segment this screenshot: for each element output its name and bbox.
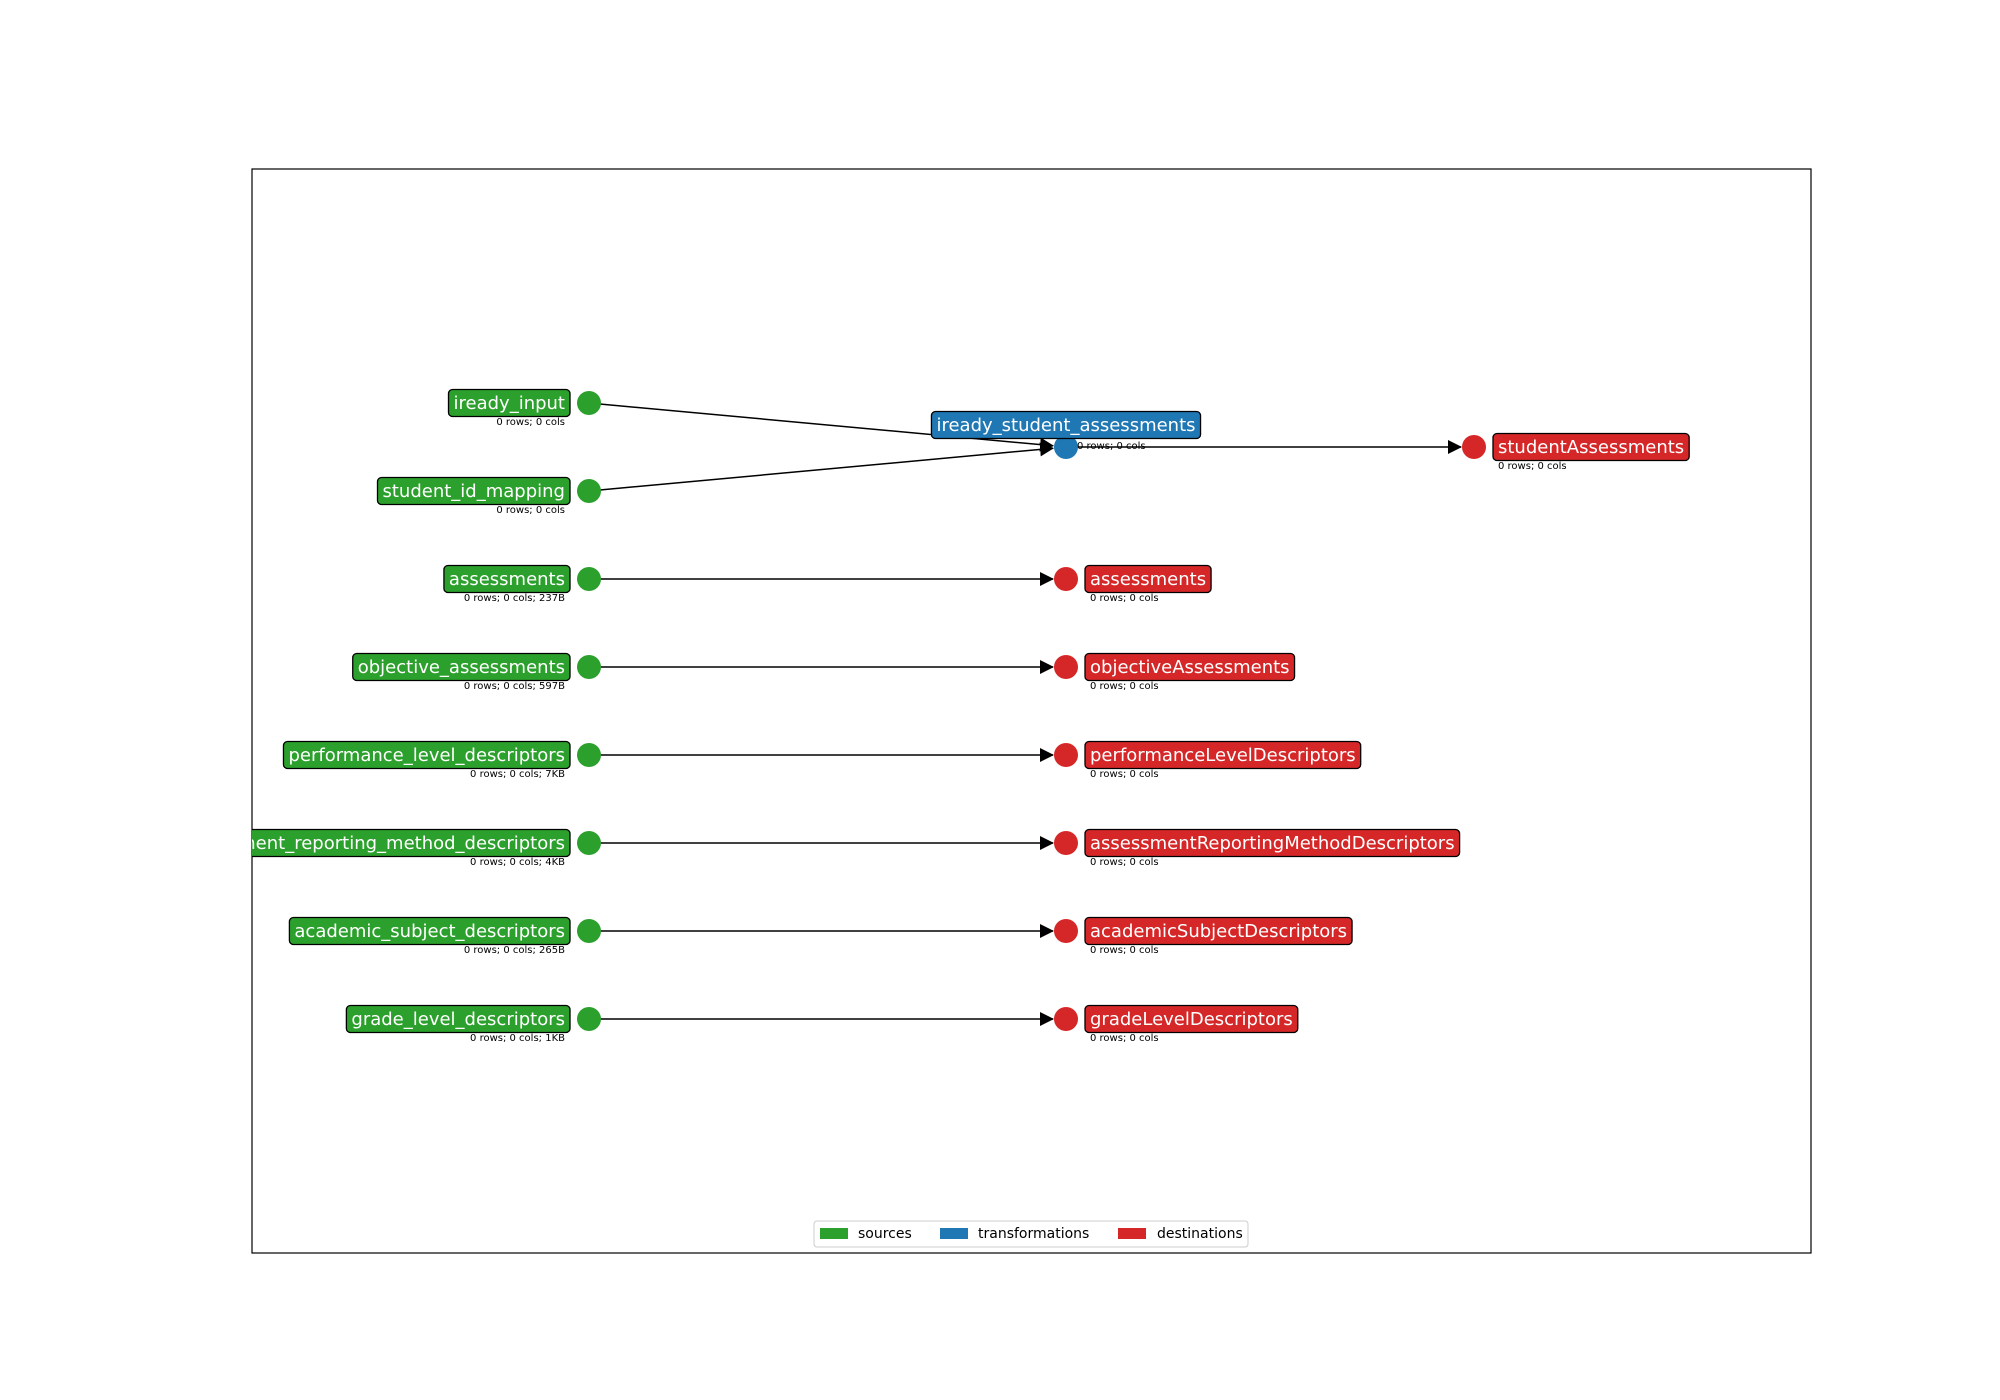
destination-node-marker <box>1054 831 1078 855</box>
plot-frame <box>251 168 1812 1254</box>
destination-node-label: studentAssessments <box>1498 437 1684 458</box>
legend-swatch-destinations <box>1118 1228 1146 1239</box>
destination-node-label: assessmentReportingMethodDescriptors <box>1090 833 1455 854</box>
source-node-label-box <box>443 564 571 594</box>
destination-node-marker <box>1054 567 1078 591</box>
destination-node-meta: 0 rows; 0 cols <box>1498 461 1567 472</box>
source-node-meta: 0 rows; 0 cols <box>496 505 565 516</box>
legend-swatch-transformations <box>940 1228 968 1239</box>
node-src_performance_level_descriptors[interactable]: performance_level_descriptors 0 rows; 0 c… <box>282 740 601 781</box>
source-node-label-box <box>345 1004 571 1034</box>
source-node-meta: 0 rows; 0 cols; 4KB <box>470 857 565 868</box>
source-node-meta: 0 rows; 0 cols; 7KB <box>470 769 565 780</box>
destination-node-label-box <box>1084 652 1296 682</box>
destination-node-meta: 0 rows; 0 cols <box>1090 1033 1159 1044</box>
node-dst_academicSubjectDescriptors[interactable]: academicSubjectDescriptors 0 rows; 0 cols <box>1054 916 1353 957</box>
destination-node-label: academicSubjectDescriptors <box>1090 921 1347 942</box>
source-node-label: objective_assessments <box>358 657 565 678</box>
source-node-marker <box>577 1007 601 1031</box>
source-node-meta: 0 rows; 0 cols; 597B <box>464 681 565 692</box>
destination-node-label-box <box>1084 828 1461 858</box>
node-dst_gradeLevelDescriptors[interactable]: gradeLevelDescriptors 0 rows; 0 cols <box>1054 1004 1299 1045</box>
node-tr_iready_student_assessments[interactable]: iready_student_assessments 0 rows; 0 cols <box>930 410 1202 460</box>
source-node-marker <box>577 919 601 943</box>
source-node-marker <box>577 831 601 855</box>
source-node-marker <box>577 391 601 415</box>
destination-node-label: gradeLevelDescriptors <box>1090 1009 1293 1030</box>
transformation-node-label: iready_student_assessments <box>936 415 1195 436</box>
source-node-label-box <box>252 828 571 858</box>
node-dst_assessments[interactable]: assessments 0 rows; 0 cols <box>1054 564 1212 605</box>
destination-node-marker <box>1054 743 1078 767</box>
destination-node-label: performanceLevelDescriptors <box>1090 745 1356 766</box>
node-dst_assessmentReportingMethodDescriptors[interactable]: assessmentReportingMethodDescriptors 0 ro… <box>1054 828 1461 869</box>
source-node-label: academic_subject_descriptors <box>294 921 565 942</box>
legend-swatch-sources <box>820 1228 848 1239</box>
node-dst_objectiveAssessments[interactable]: objectiveAssessments 0 rows; 0 cols <box>1054 652 1296 693</box>
legend-label-destinations: destinations <box>1157 1226 1243 1242</box>
destination-node-marker <box>1054 655 1078 679</box>
transformation-node-meta: 0 rows; 0 cols <box>1077 441 1146 452</box>
source-node-meta: 0 rows; 0 cols <box>496 417 565 428</box>
source-node-label: sment_reporting_method_descriptors <box>229 833 565 854</box>
destination-node-label-box <box>1492 432 1690 462</box>
source-node-label: assessments <box>449 569 565 590</box>
legend-label-sources: sources <box>858 1226 912 1242</box>
destination-node-label-box <box>1084 740 1362 770</box>
node-dst_studentAssessments[interactable]: studentAssessments 0 rows; 0 cols <box>1462 432 1690 473</box>
node-dst_performanceLevelDescriptors[interactable]: performanceLevelDescriptors 0 rows; 0 col… <box>1054 740 1362 781</box>
node-src_assessment_reporting_method_descriptors[interactable]: sment_reporting_method_descriptors 0 rows… <box>224 828 601 869</box>
source-node-label: grade_level_descriptors <box>351 1009 565 1030</box>
legend-label-transformations: transformations <box>978 1226 1089 1242</box>
transformation-node-label-box <box>930 410 1202 440</box>
source-node-label: performance_level_descriptors <box>288 745 565 766</box>
node-src_iready_input[interactable]: iready_input 0 rows; 0 cols <box>447 388 602 429</box>
destination-node-label: objectiveAssessments <box>1090 657 1290 678</box>
destination-node-label: assessments <box>1090 569 1206 590</box>
source-node-label: iready_input <box>454 393 566 414</box>
destination-node-label-box <box>1084 916 1353 946</box>
destination-node-marker <box>1462 435 1486 459</box>
source-node-meta: 0 rows; 0 cols; 1KB <box>470 1033 565 1044</box>
source-node-marker <box>577 743 601 767</box>
source-node-label-box <box>352 652 571 682</box>
source-node-label-box <box>282 740 571 770</box>
edge-src_student_id_mapping-to-tr_iready_student_assessments <box>588 442 1055 492</box>
source-node-meta: 0 rows; 0 cols; 237B <box>464 593 565 604</box>
destination-node-marker <box>1054 919 1078 943</box>
transformation-node-marker <box>1054 435 1078 459</box>
destination-node-meta: 0 rows; 0 cols <box>1090 857 1159 868</box>
legend: sources transformations destinations <box>813 1220 1249 1248</box>
destination-node-marker <box>1054 1007 1078 1031</box>
destination-node-label-box <box>1084 1004 1299 1034</box>
source-node-marker <box>577 567 601 591</box>
node-src_student_id_mapping[interactable]: student_id_mapping 0 rows; 0 cols <box>376 476 602 517</box>
node-src_academic_subject_descriptors[interactable]: academic_subject_descriptors 0 rows; 0 co… <box>288 916 601 957</box>
destination-node-meta: 0 rows; 0 cols <box>1090 593 1159 604</box>
source-node-meta: 0 rows; 0 cols; 265B <box>464 945 565 956</box>
edges-layer <box>588 402 1462 1026</box>
source-node-label-box <box>376 476 571 506</box>
destination-node-meta: 0 rows; 0 cols <box>1090 769 1159 780</box>
node-src_assessments[interactable]: assessments 0 rows; 0 cols; 237B <box>443 564 601 605</box>
destination-node-meta: 0 rows; 0 cols <box>1090 681 1159 692</box>
source-node-label-box <box>447 388 571 418</box>
node-src_objective_assessments[interactable]: objective_assessments 0 rows; 0 cols; 597… <box>352 652 601 693</box>
destination-node-meta: 0 rows; 0 cols <box>1090 945 1159 956</box>
source-node-marker <box>577 655 601 679</box>
source-node-label-box <box>288 916 571 946</box>
destination-node-label-box <box>1084 564 1212 594</box>
node-src_grade_level_descriptors[interactable]: grade_level_descriptors 0 rows; 0 cols; 1… <box>345 1004 601 1045</box>
source-node-marker <box>577 479 601 503</box>
legend-box <box>813 1220 1249 1248</box>
source-node-label: student_id_mapping <box>383 481 566 502</box>
